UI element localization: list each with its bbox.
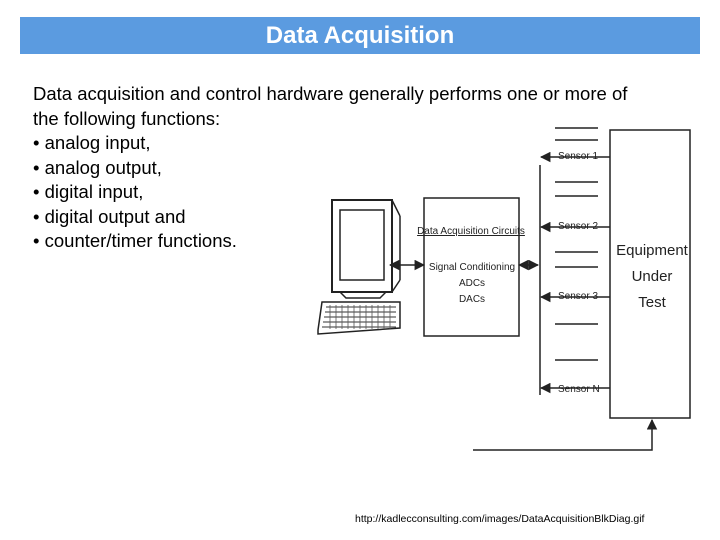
equipment-label: Under <box>632 268 673 285</box>
intro-line-2: the following functions: <box>33 107 221 129</box>
sensor-3: Sensor 3 <box>539 291 610 303</box>
equipment-box <box>609 129 691 419</box>
feedback-line <box>473 418 658 451</box>
sensor-label: Sensor N <box>558 384 600 395</box>
daq-box-line: DACs <box>459 294 485 305</box>
block-diagram: Data Acquisition Circuits Signal Conditi… <box>300 120 700 460</box>
slide-title: Data Acquisition <box>265 21 455 49</box>
keyboard-icon <box>317 301 401 335</box>
bullet-item: • digital input, <box>33 181 144 202</box>
bullet-item: • counter/timer functions. <box>33 230 237 251</box>
bullet-item: • analog output, <box>33 156 162 178</box>
sensor-label: Sensor 3 <box>558 291 598 302</box>
sensor-n: Sensor N <box>539 382 610 395</box>
sensor-1: Sensor 1 <box>539 151 610 163</box>
computer-icon <box>317 199 401 335</box>
bullet-item: • analog input, <box>33 132 151 153</box>
bullet-item: • digital output and <box>33 205 186 227</box>
daq-box-line: ADCs <box>459 278 485 289</box>
equipment-label: Test <box>638 294 666 311</box>
title-bar: Data Acquisition <box>20 17 700 54</box>
sensor-2: Sensor 2 <box>539 221 610 233</box>
source-link[interactable]: http://kadlecconsulting.com/images/DataA… <box>355 513 645 525</box>
bus-lines <box>555 127 598 361</box>
equipment-label: Equipment <box>616 242 689 259</box>
daq-box-line: Signal Conditioning <box>429 262 515 273</box>
daq-box-title: Data Acquisition Circuits <box>417 226 525 237</box>
sensor-label: Sensor 1 <box>558 151 598 162</box>
sensor-label: Sensor 2 <box>558 221 598 232</box>
block-diagram-svg: Data Acquisition Circuits Signal Conditi… <box>317 127 691 451</box>
body-text: Data acquisition and control hardware ge… <box>33 82 693 254</box>
intro-line-1: Data acquisition and control hardware ge… <box>33 83 628 104</box>
